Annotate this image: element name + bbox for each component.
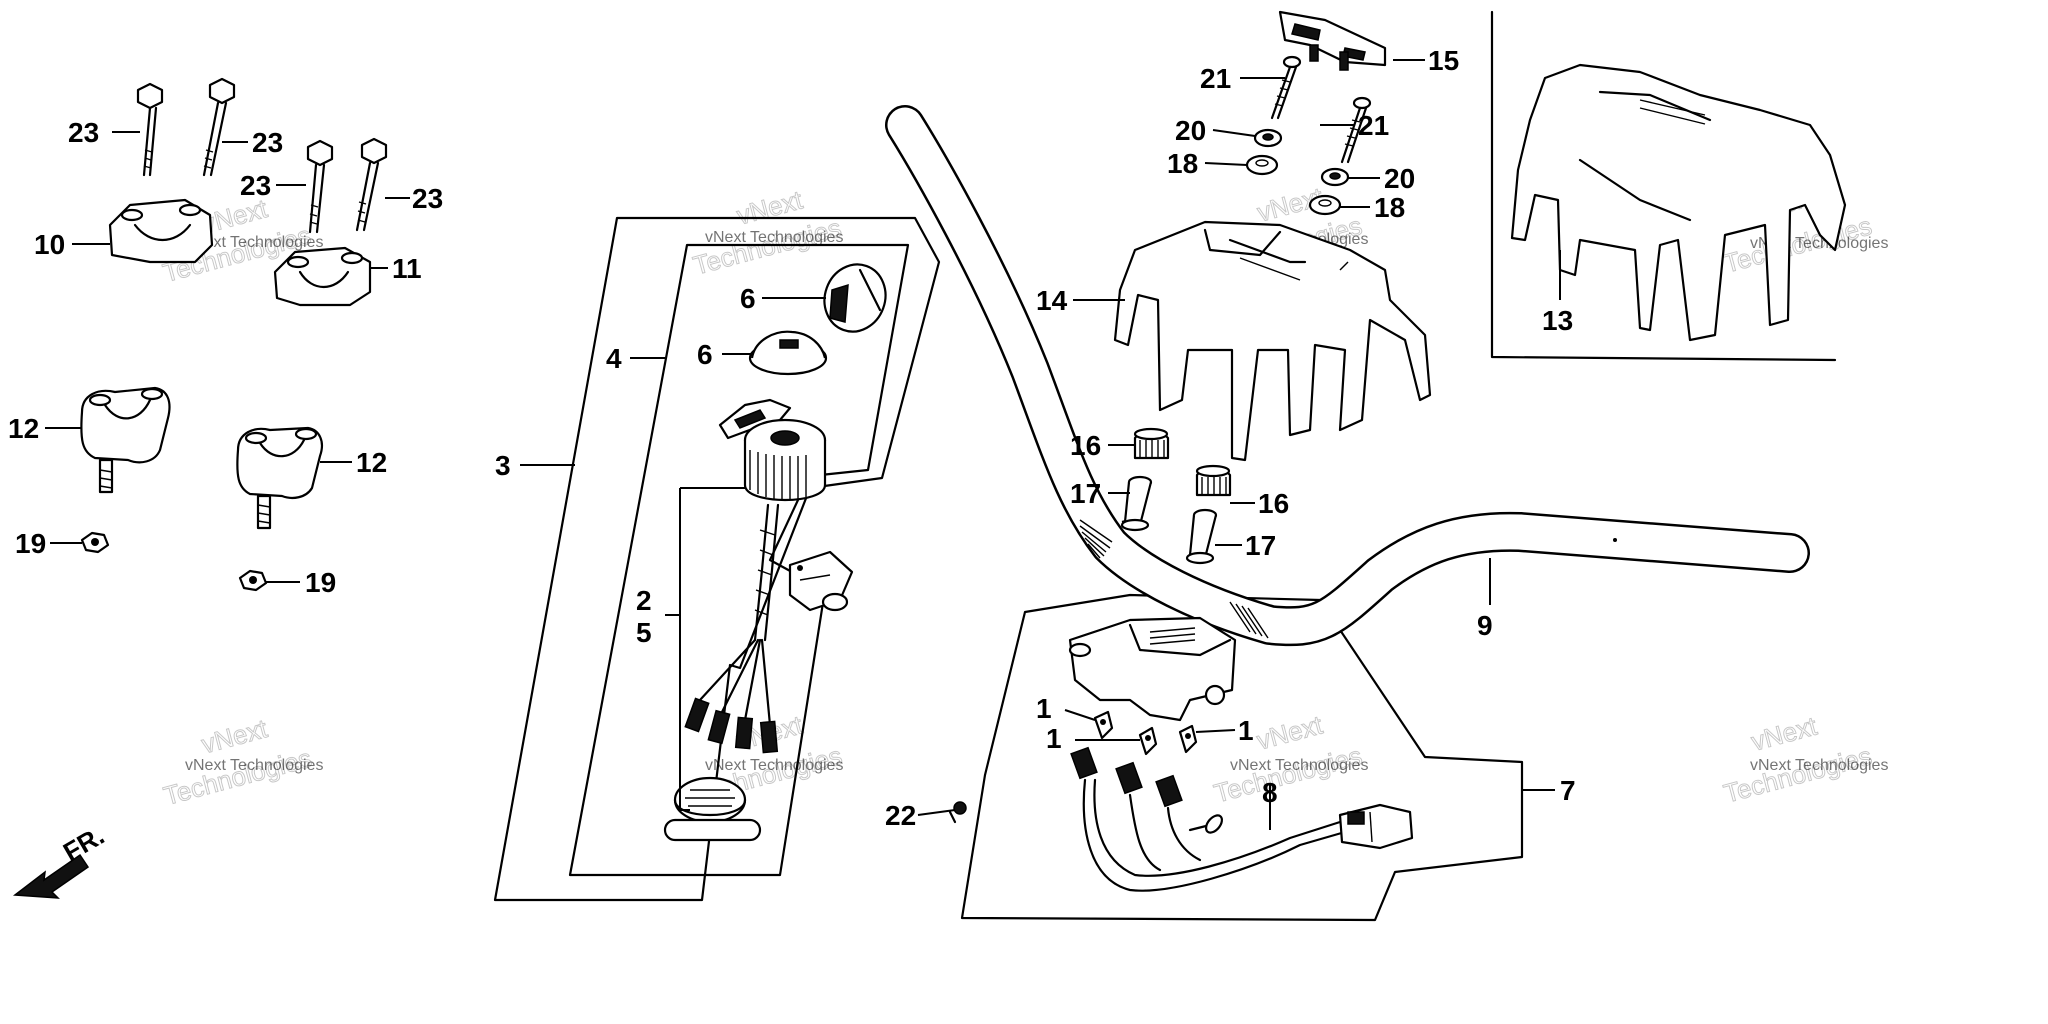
cover-13 [1510, 63, 1847, 342]
handlebar [885, 105, 1810, 647]
svg-text:Technologies: Technologies [1211, 740, 1365, 808]
svg-text:vNext: vNext [198, 713, 271, 759]
callout-19: 19 [15, 528, 46, 559]
collar-18-a [1245, 154, 1279, 176]
svg-text:Technologies: Technologies [1720, 740, 1874, 808]
watermark-small-8: vNext Technologies [1750, 757, 1888, 774]
callout-13: 13 [1542, 305, 1573, 336]
callout-16: 16 [1070, 430, 1101, 461]
callout-3: 3 [495, 450, 511, 481]
washer-20-a [1253, 128, 1283, 148]
watermark-small-1: vNext Technologies [185, 234, 323, 251]
callout-18: 18 [1167, 148, 1198, 179]
upper-holder-10 [108, 198, 214, 264]
screw-22 [948, 801, 967, 824]
grommet-16-a [1133, 427, 1170, 460]
svg-text:Technologies: Technologies [160, 743, 314, 811]
callout-2: 2 [636, 585, 652, 616]
switch-assembly-7 [1068, 616, 1237, 722]
watermark-7: vNext Technologies [1210, 709, 1365, 809]
frame-cover-13 [1490, 10, 1837, 362]
collar-17-b [1185, 508, 1218, 565]
callout-8: 8 [1262, 777, 1278, 808]
callout-6: 6 [697, 339, 713, 370]
callout-12: 12 [8, 413, 39, 444]
washer-20-b [1320, 167, 1350, 187]
bolt-23-c [306, 139, 334, 234]
watermark-8: vNext Technologies [1720, 710, 1875, 809]
collar-17-a [1120, 475, 1153, 532]
screw-21-a [1270, 55, 1302, 120]
frame-inner-4 [568, 243, 910, 877]
collar-18-b [1308, 194, 1342, 216]
cap-6-upper [823, 263, 887, 333]
bracket-15 [1278, 10, 1387, 71]
handlebar-cover-14 [1113, 220, 1432, 462]
callout-4: 4 [606, 343, 622, 374]
svg-text:vNext: vNext [1254, 709, 1327, 755]
grommet-16-b [1195, 464, 1232, 497]
cap-6-lower [748, 330, 828, 376]
callout-1: 1 [1036, 693, 1052, 724]
upper-holder-11 [273, 246, 372, 307]
leader-lines [45, 59, 1561, 830]
callout-21: 21 [1200, 63, 1231, 94]
ignition-switch [684, 398, 827, 754]
watermark-small-2: vNext Technologies [705, 229, 843, 246]
callout-23: 23 [240, 170, 271, 201]
lower-holder-12-a [80, 386, 171, 494]
watermark-small-5: vNext Technologies [185, 757, 323, 774]
callout-1: 1 [1046, 723, 1062, 754]
frame-outer-3 [493, 216, 941, 902]
callout-18: 18 [1374, 192, 1405, 223]
callout-14: 14 [1036, 285, 1068, 316]
svg-text:vNext: vNext [1748, 710, 1821, 756]
terminal-1-b [1138, 726, 1158, 756]
callout-16: 16 [1258, 488, 1289, 519]
callout-21: 21 [1358, 110, 1389, 141]
callout-5: 5 [636, 617, 652, 648]
callout-6: 6 [740, 283, 756, 314]
callout-7: 7 [1560, 775, 1576, 806]
callout-9: 9 [1477, 610, 1493, 641]
callout-10: 10 [34, 229, 65, 260]
callout-23: 23 [252, 127, 283, 158]
frame-switch-7 [960, 593, 1524, 922]
callout-11: 11 [392, 253, 422, 284]
callout-1: 1 [1238, 715, 1254, 746]
terminal-1-a [1093, 710, 1114, 740]
callout-labels: 23 23 23 23 10 11 12 12 19 19 3 4 6 6 2 … [8, 45, 1576, 831]
terminal-1-c [1178, 724, 1198, 754]
callout-17: 17 [1070, 478, 1101, 509]
handlebar-knurl-left [1079, 519, 1113, 559]
callout-23: 23 [68, 117, 99, 148]
callout-17: 17 [1245, 530, 1276, 561]
watermark-small-7: vNext Technologies [1230, 757, 1368, 774]
switch-bracket [788, 550, 854, 612]
nut-19-a [80, 531, 110, 554]
nut-19-b [238, 569, 268, 592]
handlebar-knurl-right [1229, 601, 1269, 639]
callout-12: 12 [356, 447, 387, 478]
ignition-kit-frames [493, 216, 941, 902]
callout-19: 19 [305, 567, 336, 598]
front-direction-label: FR. [58, 820, 109, 867]
callout-15: 15 [1428, 45, 1459, 76]
callout-22: 22 [885, 800, 916, 831]
cable-holder [663, 776, 762, 842]
lower-holder-12-b [236, 426, 324, 530]
wire-harness-8 [1070, 746, 1414, 892]
front-direction-arrow: FR. [12, 820, 109, 899]
bolt-23-b [202, 77, 236, 177]
bolt-23-d [355, 137, 388, 232]
callout-20: 20 [1175, 115, 1206, 146]
callout-20: 20 [1384, 163, 1415, 194]
bolt-23-a [136, 82, 164, 177]
watermark-small-6: vNext Technologies [705, 757, 843, 774]
screw-21-b [1340, 96, 1372, 164]
callout-23: 23 [412, 183, 443, 214]
